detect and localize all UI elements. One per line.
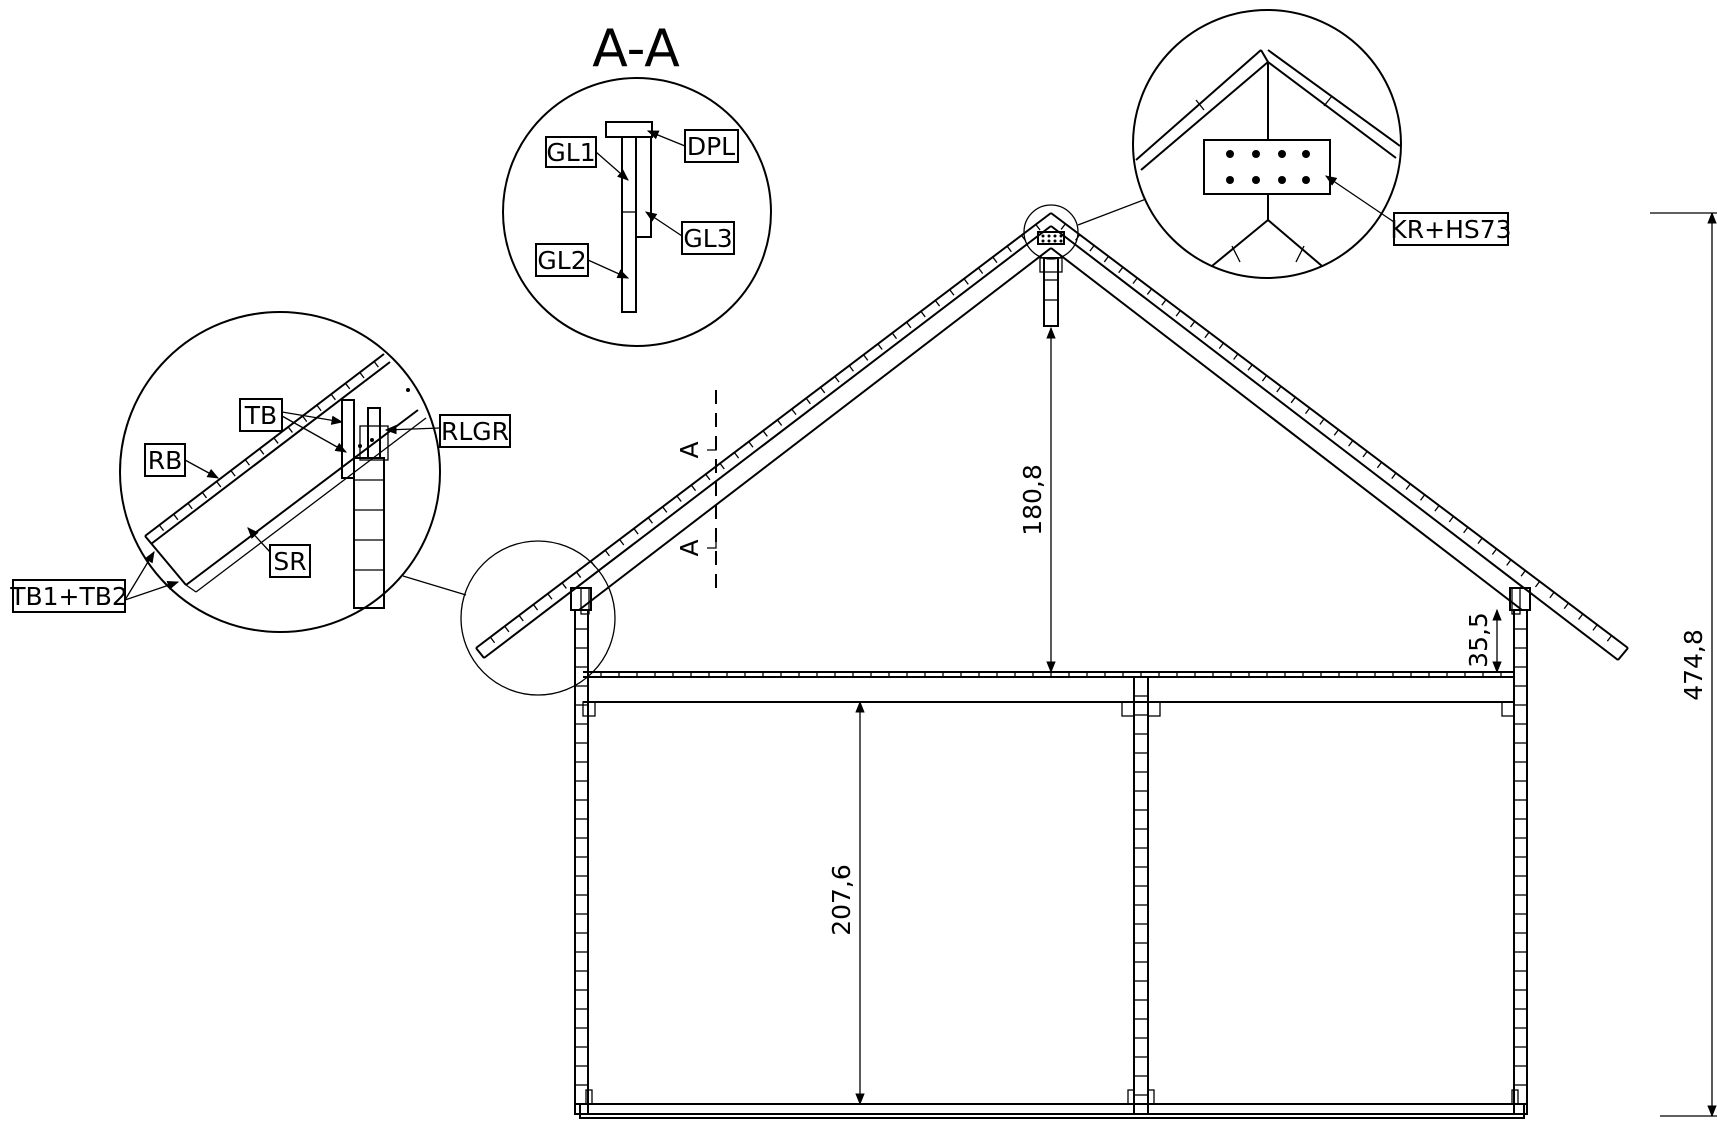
roof [475,212,1629,661]
label-gl3: GL3 [683,224,732,253]
detail-ridge: KR+HS73 [1023,9,1512,279]
section-cut-line: A A [675,390,717,595]
floor [575,1089,1527,1119]
king-post [1039,257,1063,327]
left-wall [570,587,592,1115]
detail-eave: TB RB SR RLGR TB1+TB2 [9,311,616,696]
dimension-total-height: 474,8 [1650,211,1717,1118]
dim-total-height-text: 474,8 [1679,629,1708,701]
label-tb1-tb2: TB1+TB2 [9,582,128,611]
label-rlgr: RLGR [441,417,509,446]
dimension-attic-height: 180,8 [1018,326,1056,674]
dim-wall-height-text: 207,6 [827,864,856,936]
label-sr: SR [273,547,306,576]
ridge-connector [1037,231,1065,245]
center-wall [1133,676,1149,1115]
section-marker-bottom: A [675,539,704,556]
right-wall [1509,587,1531,1115]
detail-section-a-a: A-A GL1 GL2 GL3 DPL [502,19,772,347]
label-tb: TB [244,401,277,430]
label-kr-hs73: KR+HS73 [1390,215,1511,244]
dim-knee-wall-text: 35,5 [1464,612,1493,668]
label-gl2: GL2 [537,246,586,275]
dimension-wall-height: 207,6 [827,700,865,1106]
section-marker-top: A [675,441,704,458]
ceiling-beam [582,671,1515,717]
label-gl1: GL1 [546,138,595,167]
section-title: A-A [592,19,680,79]
label-dpl: DPL [687,132,735,161]
dim-attic-height-text: 180,8 [1018,464,1047,536]
label-rb: RB [148,446,183,475]
dimension-knee-wall: 35,5 [1464,608,1502,674]
